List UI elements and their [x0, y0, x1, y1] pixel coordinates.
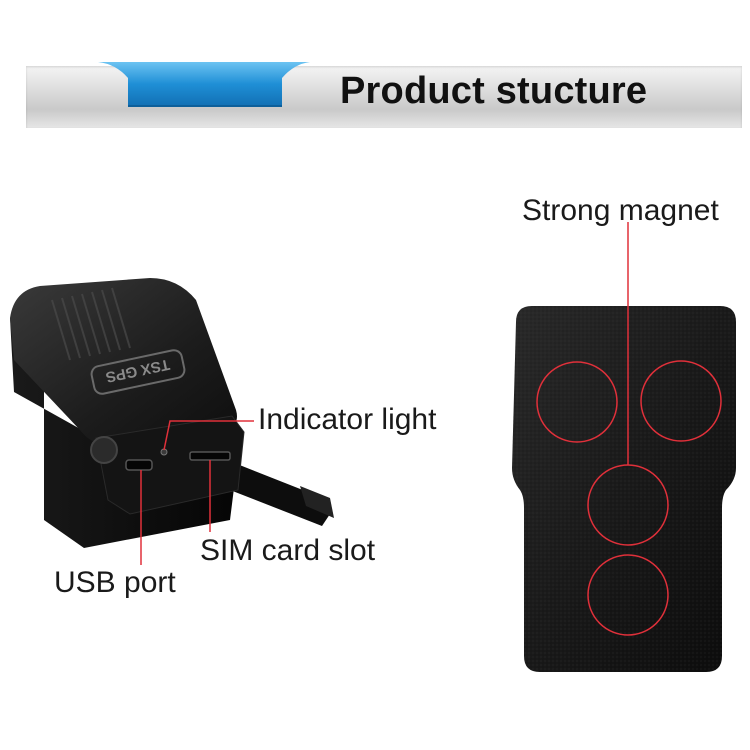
sim-slot-opening — [189, 451, 231, 461]
page-title: Product stucture — [340, 70, 648, 112]
device-cable — [230, 462, 330, 526]
label-sim-card-slot: SIM card slot — [200, 534, 376, 567]
magnet-circle-top-right — [640, 360, 722, 442]
gps-tracker-device: TSX GPS — [10, 278, 334, 548]
label-strong-magnet: Strong magnet — [522, 194, 719, 227]
device-callout-lines — [140, 420, 254, 565]
magnet-circle-top-left — [536, 361, 618, 443]
usb-port-opening — [125, 459, 153, 471]
magnet-circle-bottom — [587, 554, 669, 636]
label-usb-port: USB port — [54, 566, 176, 599]
label-indicator-light: Indicator light — [258, 403, 437, 436]
screw-cap — [90, 436, 118, 464]
banner-blue-tab — [98, 62, 310, 107]
magnet-back-plate — [512, 306, 736, 672]
